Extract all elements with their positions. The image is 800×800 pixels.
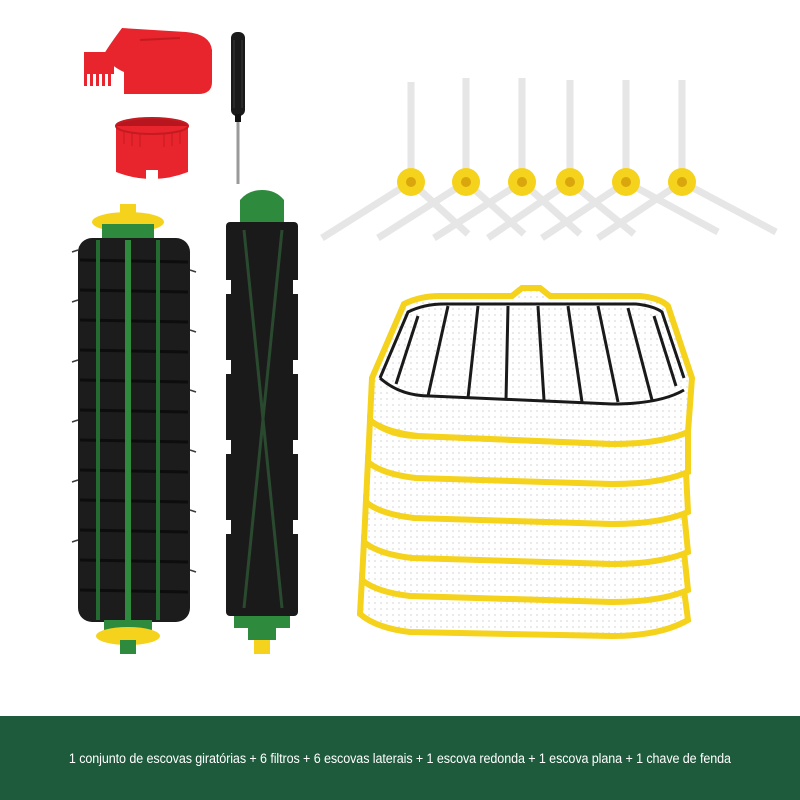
- side-brush-6: [596, 80, 778, 241]
- caption-banner: 1 conjunto de escovas giratórias + 6 fil…: [0, 716, 800, 800]
- side-brush-4: [486, 80, 637, 241]
- side-brush-2: [376, 78, 527, 241]
- side-brush-3: [432, 78, 583, 241]
- side-brush-5: [540, 80, 720, 241]
- bristle-brush: [71, 204, 197, 654]
- product-photo: [71, 28, 778, 654]
- side-brushes: [320, 78, 778, 241]
- round-brush-cap: [115, 117, 189, 182]
- filters: [356, 285, 696, 640]
- side-brush-1: [320, 82, 471, 241]
- filter-1: [366, 285, 696, 448]
- caption-text: 1 conjunto de escovas giratórias + 6 fil…: [68, 750, 732, 766]
- screwdriver: [231, 32, 245, 184]
- flat-rubber-brush: [226, 190, 298, 654]
- cleaning-comb-tool: [84, 28, 212, 94]
